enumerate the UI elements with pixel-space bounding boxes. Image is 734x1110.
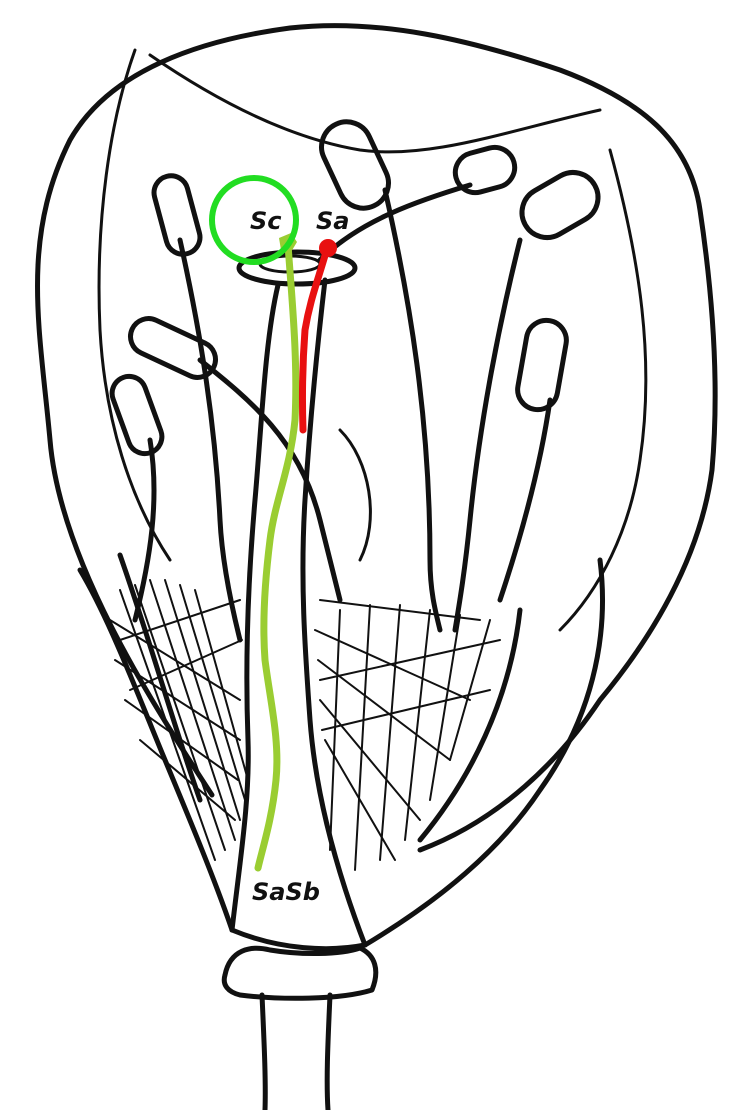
label-sasb: SaSb — [252, 878, 320, 906]
hatching-right — [315, 600, 500, 870]
sepal-left — [80, 570, 232, 930]
sepal-right — [365, 560, 603, 945]
stamens — [107, 114, 607, 640]
label-sc: Sc — [250, 207, 282, 235]
petal-fold-right — [560, 150, 646, 630]
ovary-base — [232, 930, 365, 949]
stem-left — [262, 995, 265, 1110]
compatible-pollen-tube — [258, 245, 296, 868]
hatching-left — [110, 580, 248, 860]
petal-fold-top — [150, 55, 600, 152]
stem-right — [327, 995, 330, 1110]
label-sa: Sa — [316, 207, 349, 235]
style-left-edge — [232, 285, 278, 930]
pollen-grain-sa — [319, 239, 337, 257]
petal-fold-left — [99, 50, 170, 560]
receptacle-ring — [224, 948, 376, 998]
